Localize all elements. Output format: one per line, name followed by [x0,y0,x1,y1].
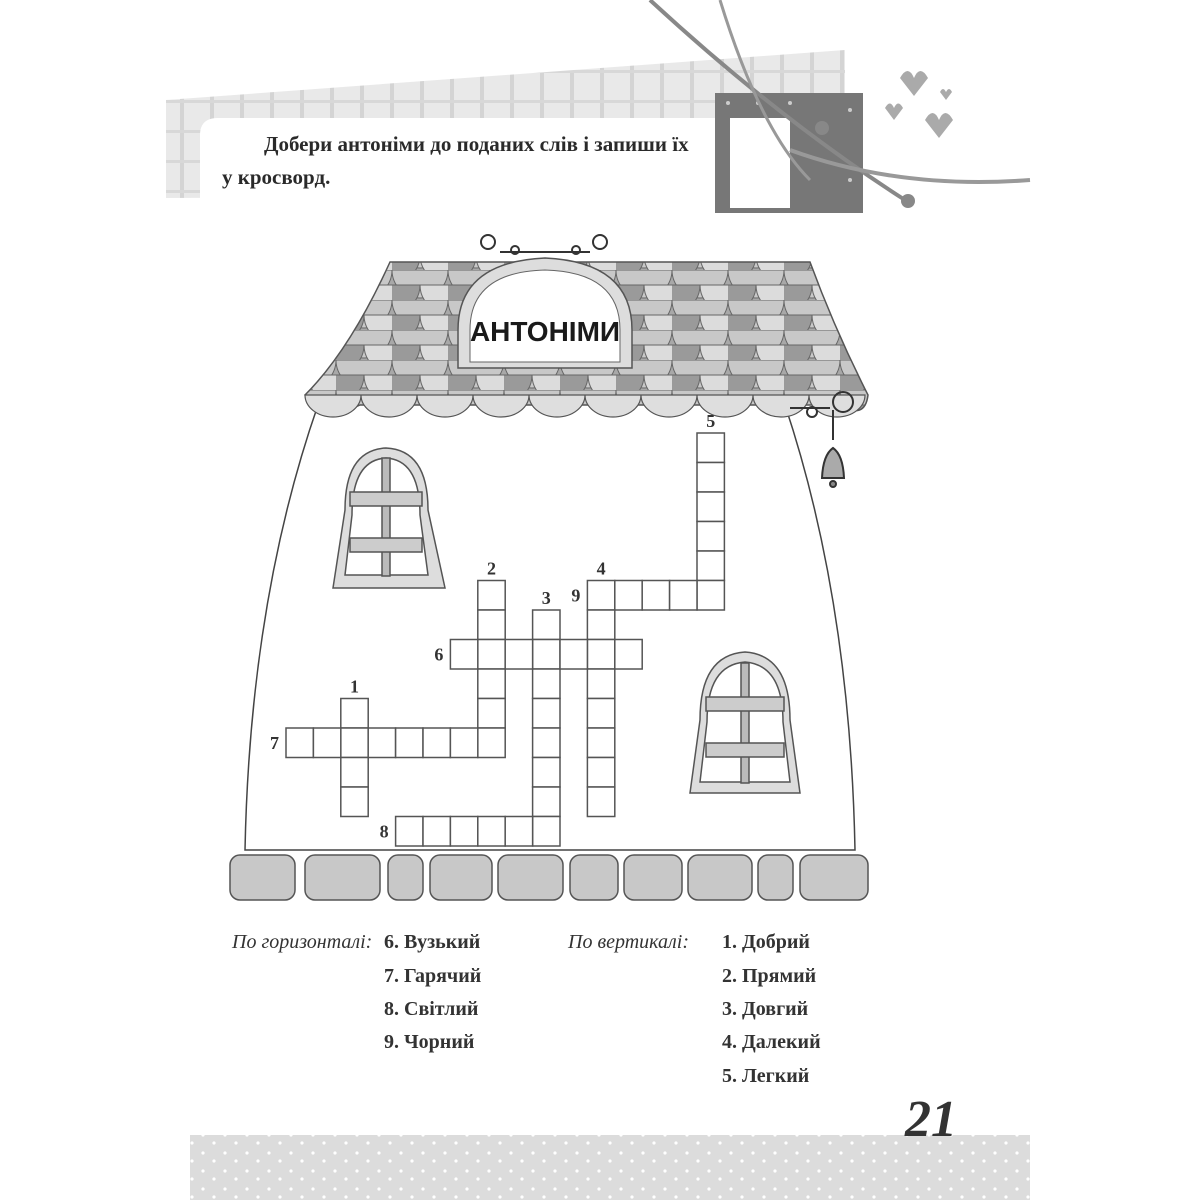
across-heading: По горизонталі: [232,931,373,953]
crossword-cell[interactable] [586,756,616,788]
crossword-cell[interactable] [477,697,506,729]
crossword-cell[interactable] [586,579,616,611]
header-decoration [166,0,1031,213]
crossword-cell[interactable] [449,727,479,759]
crossword-cell[interactable] [531,727,561,759]
crossword-cell[interactable] [641,579,671,611]
crossword-cell[interactable] [696,432,726,464]
hearts-icon [885,71,953,138]
crossword-cell[interactable] [449,815,479,847]
crossword-cell[interactable] [531,697,561,729]
crossword-cell[interactable] [614,638,643,670]
instruction-line-1: Добери антоніми до поданих слів і запиши… [264,132,689,156]
foundation-stones [229,854,869,901]
across-clue: 7. Гарячий [384,965,482,987]
crossword-cell[interactable] [586,609,616,641]
across-clue: 9. Чорний [384,1031,475,1053]
crossword-cell[interactable] [340,756,369,788]
lantern-icon [790,391,854,488]
crossword-cell[interactable] [614,579,643,611]
across-clue: 6. Вузький [384,931,481,953]
crossword-cell[interactable] [531,786,561,818]
crossword-cell[interactable] [531,638,561,670]
page-number: 21 [905,1091,957,1148]
crossword-cell[interactable] [449,638,479,670]
crossword-cell[interactable] [504,815,534,847]
crossword-cell[interactable] [340,786,369,818]
crossword-cell[interactable] [285,727,315,759]
crossword-cell[interactable] [559,638,589,670]
crossword-cell[interactable] [696,461,726,493]
window-left [332,447,446,589]
crossword-cell[interactable] [586,727,616,759]
down-clue: 5. Легкий [722,1065,810,1087]
clue-number-label: 3 [542,588,551,608]
down-heading: По вертикалі: [568,931,689,953]
clue-number-label: 2 [487,559,496,579]
clue-number-label: 5 [706,411,715,431]
crossword-cell[interactable] [696,579,726,611]
crossword-cell[interactable] [531,609,561,641]
ornament-icon [480,234,608,255]
roof-edge-scallops [304,394,866,418]
crossword-cell[interactable] [477,638,506,670]
crossword-cell[interactable] [477,727,506,759]
crossword-cell[interactable] [586,668,616,700]
clue-number-label: 7 [270,733,279,753]
crossword-cell[interactable] [340,697,369,729]
crossword-cell[interactable] [531,668,561,700]
clue-number-label: 8 [380,821,389,841]
crossword-cell[interactable] [477,815,506,847]
crossword-cell[interactable] [477,668,506,700]
crossword-cell[interactable] [477,579,506,611]
down-clue: 2. Прямий [722,965,817,987]
across-clue: 8. Світлий [384,998,479,1020]
crossword-cell[interactable] [696,550,726,582]
down-clue: 3. Довгий [722,998,809,1020]
crossword-grid: 5 94 2 3 6 1 7 8 [270,411,726,847]
crossword-cell[interactable] [477,609,506,641]
crossword-cell[interactable] [340,727,369,759]
crossword-cell[interactable] [531,815,561,847]
dormer-sign: АНТОНІМИ [470,316,620,347]
window-right [689,651,801,794]
crossword-cell[interactable] [586,697,616,729]
crossword-cell[interactable] [668,579,698,611]
down-clue: 1. Добрий [722,931,810,953]
crossword-cell[interactable] [394,815,424,847]
clue-number-label: 9 [571,585,580,605]
house-illustration: АНТОНІМИ 5 94 2 3 6 1 7 8 [229,234,869,901]
crossword-cell[interactable] [367,727,397,759]
crossword-cell[interactable] [531,756,561,788]
crossword-cell[interactable] [312,727,342,759]
crossword-cell[interactable] [696,491,726,523]
footer-band [190,1135,1030,1200]
pin-icon [901,194,915,208]
instruction-line-2: у кросворд. [222,165,331,189]
crossword-cell[interactable] [394,727,424,759]
crossword-cell[interactable] [696,520,726,552]
clue-number-label: 6 [434,644,443,664]
clue-number-label: 1 [350,677,359,697]
crossword-cell[interactable] [504,638,534,670]
string-1 [648,0,907,202]
crossword-cell[interactable] [586,638,616,670]
crossword-cell[interactable] [422,727,452,759]
down-clue: 4. Далекий [722,1031,821,1053]
crossword-cell[interactable] [586,786,616,818]
clue-number-label: 4 [597,559,606,579]
instruction-text: Добери антоніми до поданих слів і запиши… [222,128,782,194]
crossword-cell[interactable] [422,815,452,847]
